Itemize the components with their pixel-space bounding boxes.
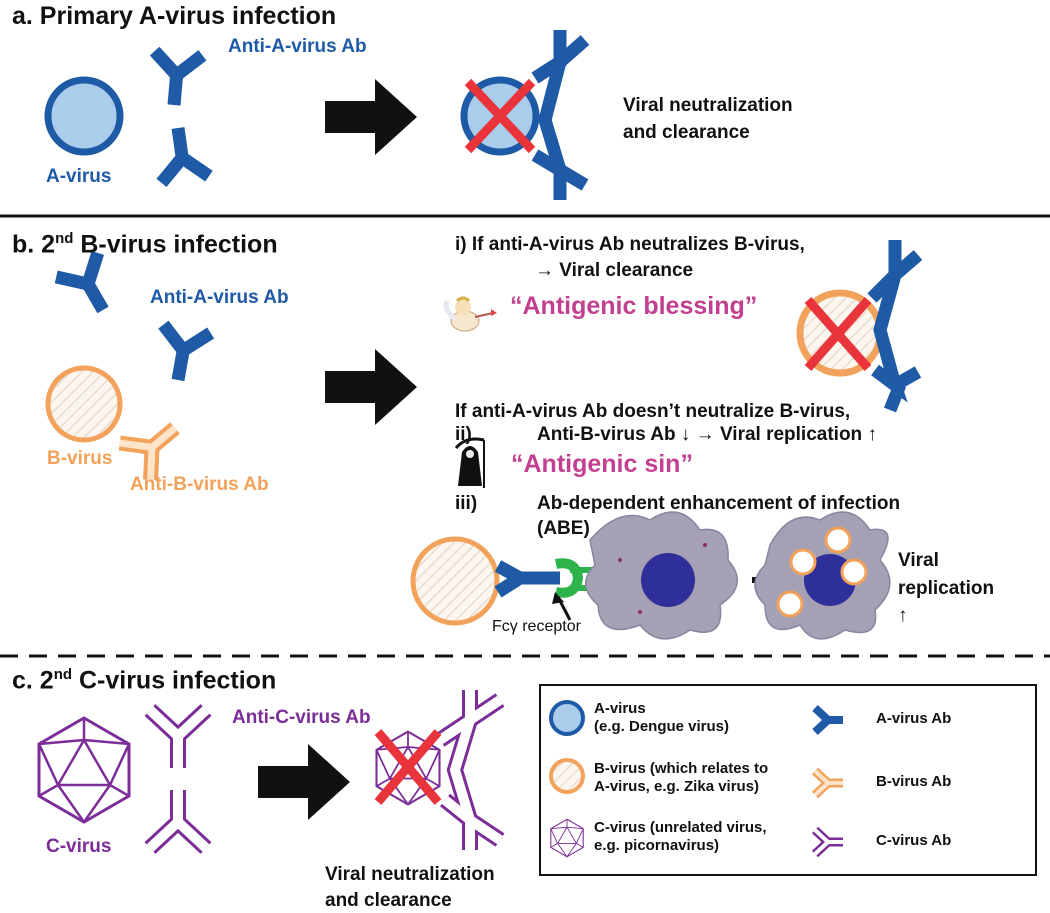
a-bound-antibodies (531, 30, 590, 200)
case-i-condition: i) If anti-A-virus Ab neutralizes B-viru… (455, 234, 805, 255)
panel-c-outcome-line2: and clearance (325, 890, 452, 911)
abe-cell-2 (754, 511, 891, 640)
a-arrow (325, 79, 417, 155)
legend-a-virus-symbol (549, 700, 585, 736)
legend-b-ab-symbol (811, 767, 843, 799)
replication-arrow: ↑ (898, 605, 908, 626)
abe-antibody (494, 560, 560, 598)
panel-a-graphics (44, 30, 590, 200)
abe-cell-1 (585, 511, 738, 640)
panel-a-outcome-line1: Viral neutralization (623, 95, 793, 116)
case-ii-marker: ii) (455, 424, 472, 445)
legend-b-ab-label: B-virus Ab (876, 773, 952, 790)
c-antibody-2 (150, 790, 206, 848)
grim-reaper-icon (454, 437, 485, 488)
legend-c-ab-symbol (811, 826, 843, 858)
abe-virus (410, 536, 500, 626)
c-virus-label: C-virus (46, 836, 112, 857)
legend-box (539, 684, 1037, 876)
legend-c-ab-label: C-virus Ab (876, 832, 952, 849)
b-antibody-a-2 (154, 325, 210, 385)
fc-receptor-label: Fcγ receptor (492, 618, 581, 635)
c-arrow (258, 744, 350, 820)
a-antibody-1 (150, 51, 202, 107)
b-anti-a-virus-ab-label: Anti-A-virus Ab (150, 287, 289, 308)
b-virus-particle (45, 365, 123, 443)
antigenic-blessing-label: “Antigenic blessing” (510, 292, 758, 320)
b-arrow (325, 349, 417, 425)
legend-a-ab-symbol (812, 705, 843, 735)
panel-c-title: c. 2nd C-virus infection (12, 666, 277, 695)
cupid-icon (443, 296, 497, 332)
panel-c-graphics (37, 684, 1037, 876)
legend-c-virus-label: C-virus (unrelated virus,e.g. picornavir… (594, 819, 767, 854)
anti-c-virus-ab-label: Anti-C-virus Ab (232, 707, 371, 728)
a-virus-particle (44, 76, 124, 156)
b-antibody-a-1 (56, 253, 124, 322)
b-cross-mark (804, 297, 872, 371)
replication-line1: Viral (898, 550, 939, 571)
a-virus-label: A-virus (46, 166, 112, 187)
b-antibody-b (120, 410, 191, 480)
legend-a-ab-label: A-virus Ab (876, 710, 952, 727)
legend-a-virus-label: A-virus(e.g. Dengue virus) (594, 700, 730, 735)
case-iii-line2: (ABE) (537, 518, 590, 539)
legend-b-virus-symbol (549, 758, 585, 794)
panel-a-outcome-line2: and clearance (623, 122, 750, 143)
b-virus-label: B-virus (47, 448, 113, 469)
panel-b-graphics (45, 240, 923, 640)
case-i-result: → Viral clearance (535, 260, 694, 281)
a-cross-mark (464, 78, 536, 154)
c-cross-mark (374, 729, 442, 805)
a-antibody-2 (154, 125, 209, 183)
case-iii-marker: iii) (455, 493, 478, 514)
antigenic-sin-label: “Antigenic sin” (511, 450, 693, 478)
anti-b-virus-ab-label: Anti-B-virus Ab (130, 474, 269, 495)
case-not-neutralize: If anti-A-virus Ab doesn’t neutralize B-… (455, 401, 851, 422)
anti-a-virus-ab-label: Anti-A-virus Ab (228, 36, 367, 57)
panel-a-title: a. Primary A-virus infection (12, 2, 337, 30)
case-ii-text: Anti-B-virus Ab ↓ → Viral replication ↑ (537, 424, 877, 445)
replication-line2: replication (898, 578, 995, 599)
panel-c-outcome-line1: Viral neutralization (325, 864, 495, 885)
b-blessing-antibodies (867, 240, 923, 413)
case-iii-line1: Ab-dependent enhancement of infection (537, 493, 901, 514)
c-antibody-1 (150, 710, 206, 768)
c-virus-particle (37, 716, 131, 824)
panel-b-title: b. 2nd B-virus infection (12, 230, 278, 259)
fc-receptor (555, 558, 584, 598)
